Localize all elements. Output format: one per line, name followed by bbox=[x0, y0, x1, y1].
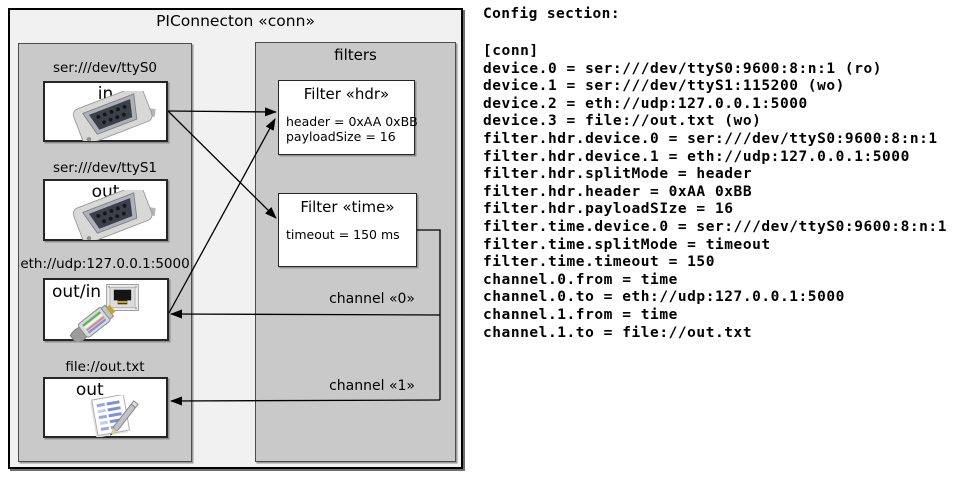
filters-panel: filters Filter «hdr» header = 0xAA 0xBB … bbox=[255, 42, 456, 462]
filters-panel-title: filters bbox=[334, 46, 377, 64]
notepad-pencil-icon bbox=[90, 395, 139, 437]
filter-time-title: Filter «time» bbox=[300, 198, 395, 216]
device-mode-label: out bbox=[75, 380, 104, 400]
filter-time-attr-timeout: timeout = 150 ms bbox=[286, 227, 400, 242]
config-heading: Config section: bbox=[483, 6, 620, 22]
serial-connector-icon bbox=[72, 91, 156, 141]
device-uri-file: file://out.txt bbox=[65, 359, 145, 375]
device-box-ttys1: out bbox=[43, 179, 168, 241]
diagram-title: PIConnecton «conn» bbox=[156, 12, 315, 30]
config-text: [conn] device.0 = ser:///dev/ttyS0:9600:… bbox=[483, 43, 947, 341]
device-mode-label: out/in bbox=[52, 282, 102, 302]
filter-hdr-attr-payloadsize: payloadSize = 16 bbox=[286, 129, 396, 144]
filter-time-box: Filter «time» timeout = 150 ms bbox=[278, 193, 417, 267]
devices-panel: ser:///dev/ttyS0 in ser:///dev/ttyS1 bbox=[18, 43, 192, 462]
piconnecton-container: PIConnecton «conn» ser:///dev/ttyS0 in bbox=[8, 8, 463, 469]
filter-hdr-box: Filter «hdr» header = 0xAA 0xBB payloadS… bbox=[278, 80, 418, 155]
device-uri-ttys0: ser:///dev/ttyS0 bbox=[53, 60, 157, 76]
channel-0-label: channel «0» bbox=[329, 291, 415, 307]
device-box-file: out bbox=[43, 377, 168, 438]
device-box-ttys0: in bbox=[43, 81, 168, 142]
device-uri-eth: eth://udp:127.0.0.1:5000 bbox=[20, 256, 190, 272]
filter-hdr-attr-header: header = 0xAA 0xBB bbox=[286, 114, 418, 129]
ethernet-jack-icon bbox=[106, 284, 139, 311]
device-uri-ttys1: ser:///dev/ttyS1 bbox=[53, 160, 157, 176]
ethernet-plug-icon bbox=[69, 304, 116, 342]
channel-1-label: channel «1» bbox=[329, 378, 415, 394]
serial-connector-icon bbox=[72, 190, 156, 240]
device-box-eth: out/in bbox=[43, 278, 169, 342]
config-section: Config section: [conn] device.0 = ser://… bbox=[483, 6, 961, 342]
filter-hdr-title: Filter «hdr» bbox=[303, 85, 390, 103]
